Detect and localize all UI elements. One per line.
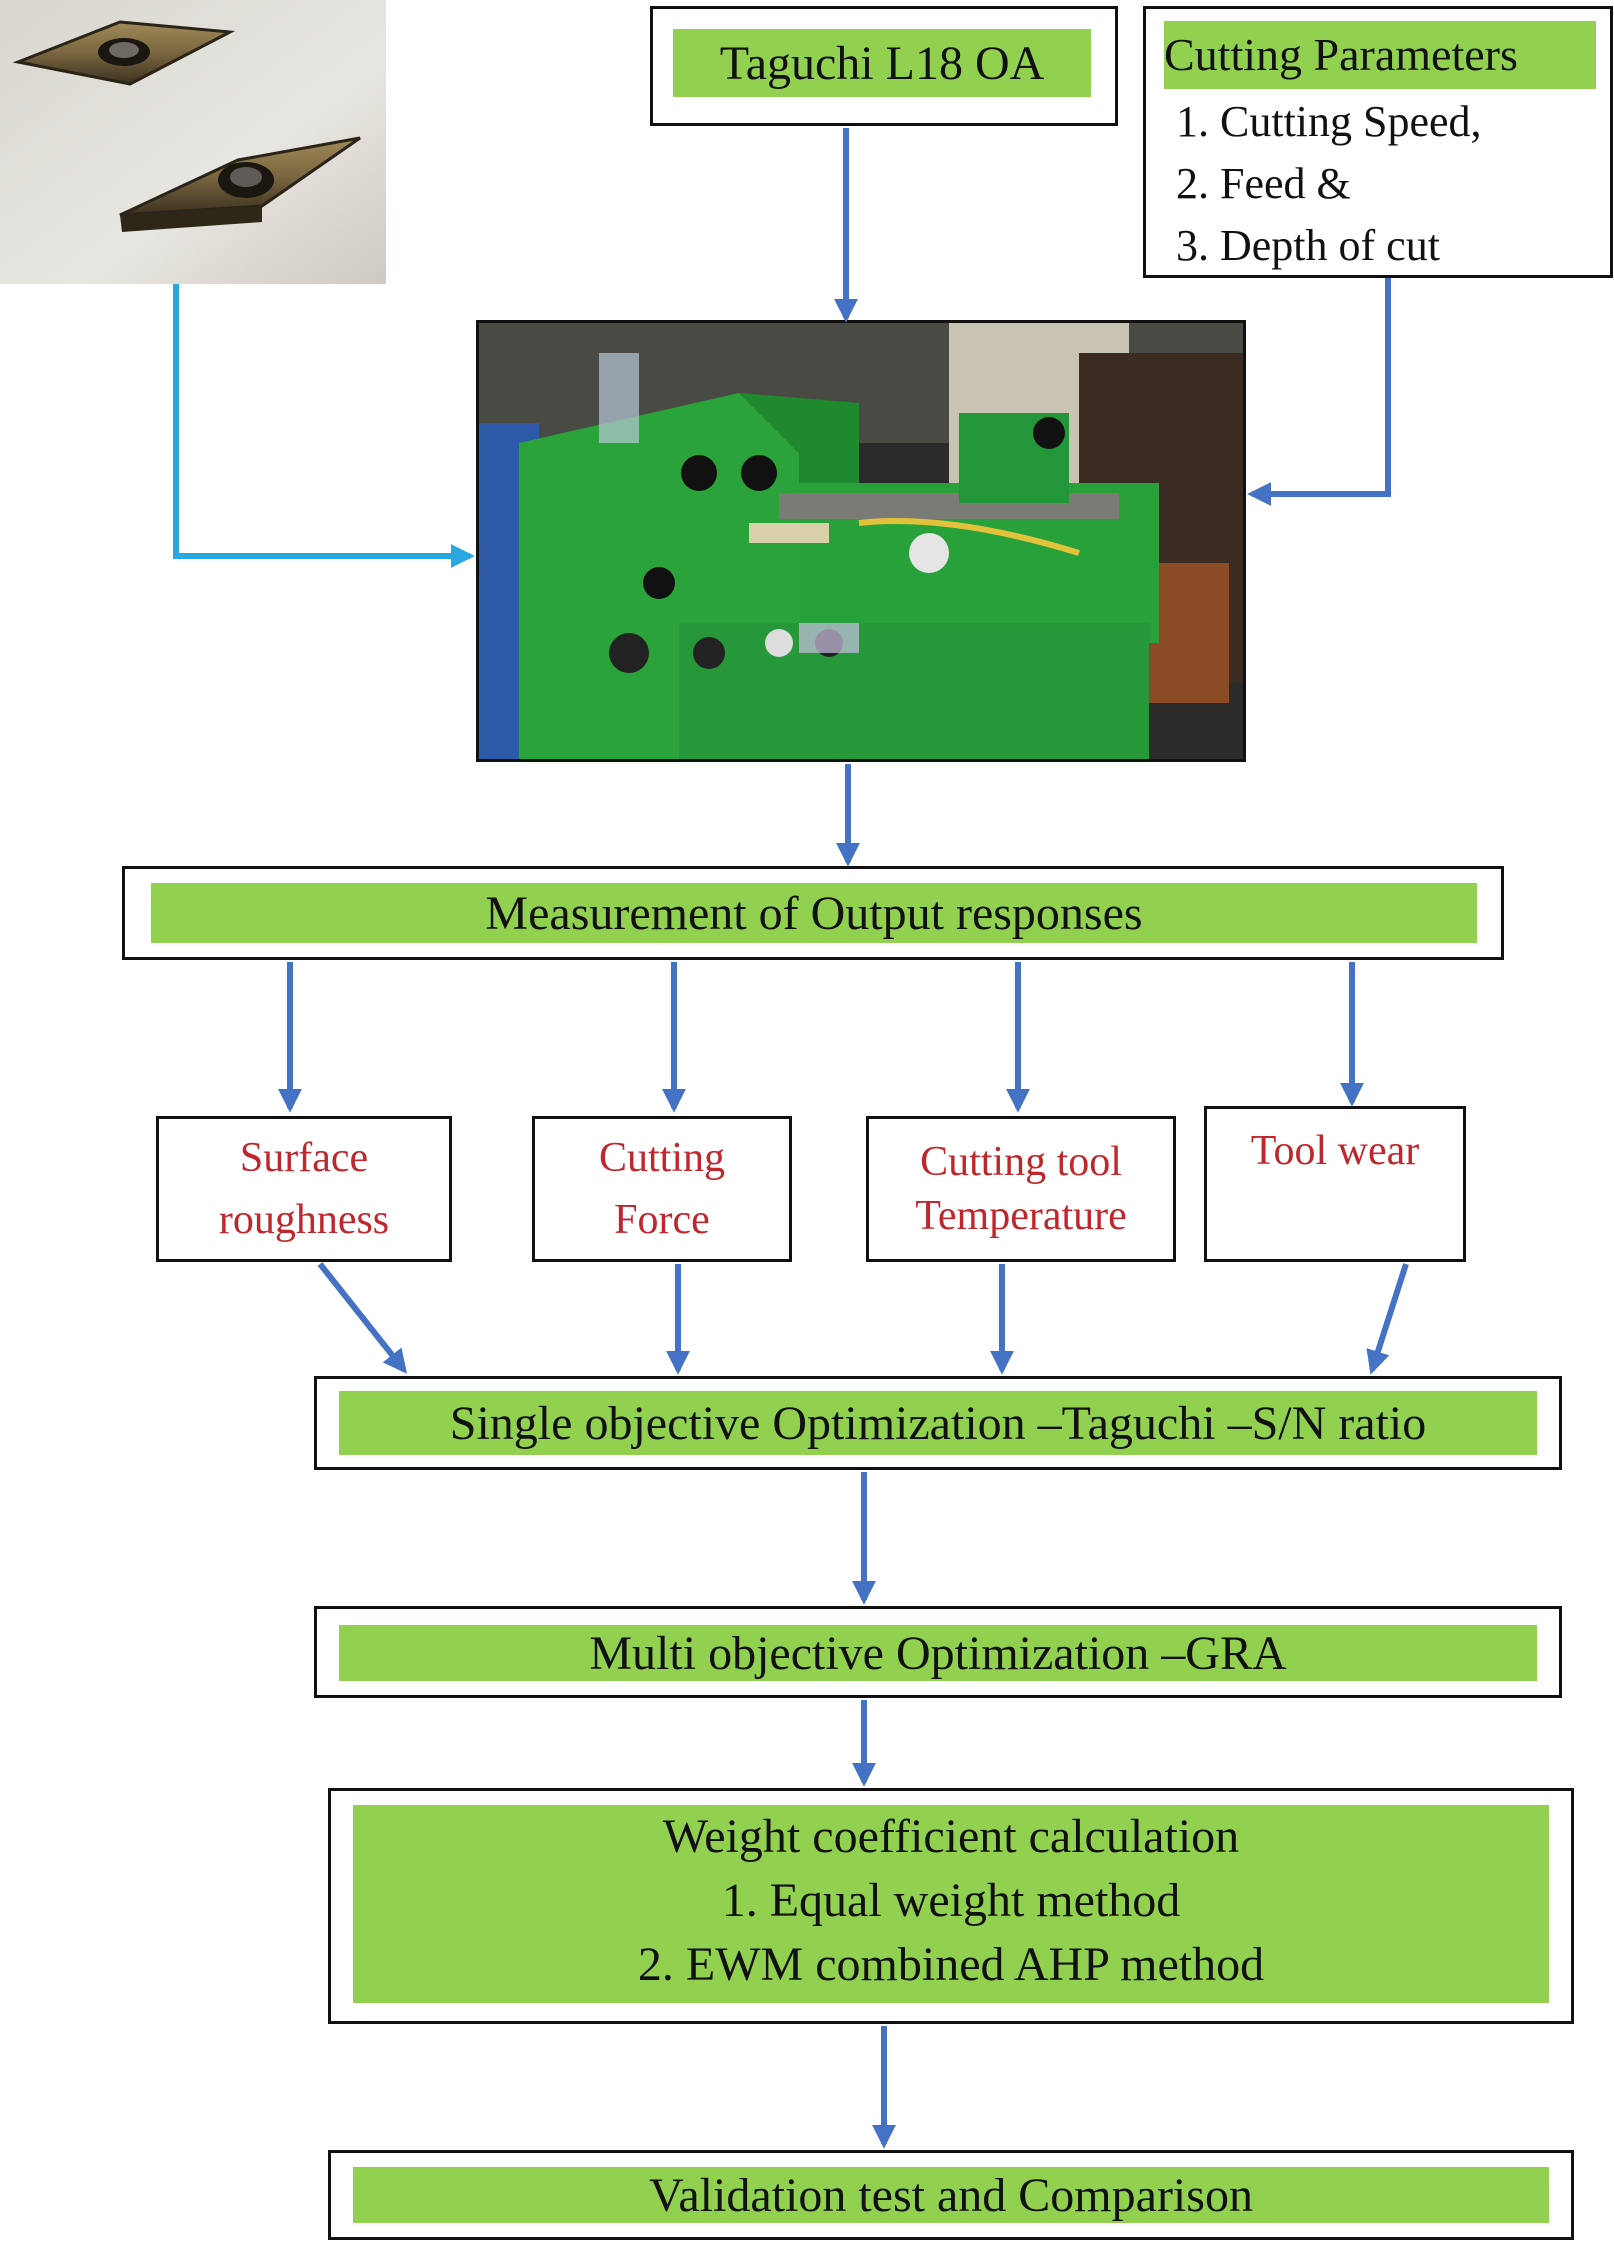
lathe-machine-image [479, 323, 1243, 759]
cutting-parameters-box: Cutting Parameters 1. Cutting Speed, 2. … [1143, 6, 1613, 278]
response-box-cutting-tool-temperature: Cutting tool Temperature [866, 1116, 1176, 1262]
weight-coefficient-heading: Weight coefficient calculation [662, 1810, 1240, 1863]
multi-objective-label: Multi objective Optimization –GRA [339, 1625, 1537, 1681]
parameter-item-feed: 2. Feed & [1176, 159, 1351, 208]
arrow-surface-roughness-to-single [317, 1262, 407, 1374]
response-label-tool-wear: Tool wear [1250, 1128, 1420, 1174]
single-objective-box: Single objective Optimization –Taguchi –… [314, 1376, 1562, 1470]
arrow-parameters-to-lathe [1247, 278, 1391, 506]
validation-label: Validation test and Comparison [353, 2167, 1549, 2223]
multi-objective-box: Multi objective Optimization –GRA [314, 1606, 1562, 1698]
response-box-surface-roughness: Surface roughness [156, 1116, 452, 1262]
weight-method-equal: 1. Equal weight method [721, 1874, 1181, 1927]
response-label-cutting-tool-temperature: Cutting tool Temperature [915, 1139, 1127, 1239]
lathe-machine-photo [476, 320, 1246, 762]
taguchi-oa-label: Taguchi L18 OA [673, 29, 1091, 97]
cutting-inserts-image [0, 0, 386, 284]
measurement-box: Measurement of Output responses [122, 866, 1504, 960]
weight-coefficient-content: Weight coefficient calculation 1. Equal … [353, 1805, 1549, 2003]
arrow-inserts-to-lathe [173, 284, 475, 568]
parameter-item-depth-of-cut: 3. Depth of cut [1176, 221, 1440, 270]
response-label-cutting-force: Cutting Force [598, 1135, 726, 1243]
response-box-cutting-force: Cutting Force [532, 1116, 792, 1262]
single-objective-label: Single objective Optimization –Taguchi –… [339, 1391, 1537, 1455]
response-box-tool-wear: Tool wear [1204, 1106, 1466, 1262]
validation-box: Validation test and Comparison [328, 2150, 1574, 2240]
parameter-item-cutting-speed: 1. Cutting Speed, [1176, 97, 1482, 146]
taguchi-oa-box: Taguchi L18 OA [650, 6, 1118, 126]
weight-method-ewm-ahp: 2. EWM combined AHP method [637, 1938, 1265, 1991]
cutting-inserts-photo [0, 0, 386, 284]
weight-coefficient-box: Weight coefficient calculation 1. Equal … [328, 1788, 1574, 2024]
cutting-parameters-heading: Cutting Parameters [1164, 21, 1596, 89]
response-label-surface-roughness: Surface roughness [218, 1135, 390, 1243]
arrow-tool-wear-to-single [1366, 1263, 1409, 1375]
measurement-label: Measurement of Output responses [151, 883, 1477, 943]
